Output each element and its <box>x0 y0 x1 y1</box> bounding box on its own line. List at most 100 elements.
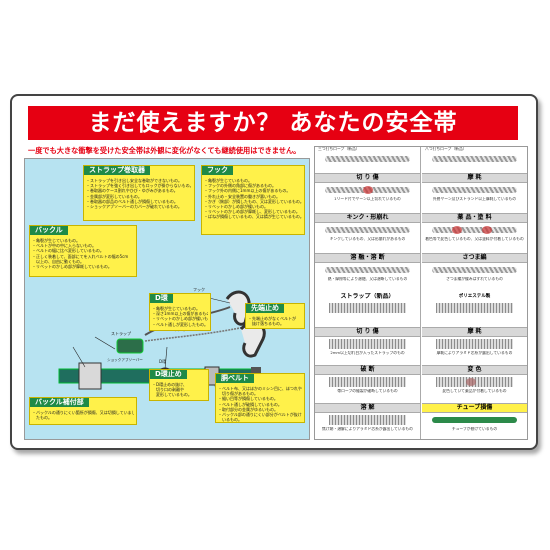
belt-line: いるもの。 <box>218 417 242 423</box>
row-caption: チューブが裂けているもの <box>451 427 498 431</box>
hook-line: ・かぎ（鉤部）が損したもの、又は変形しているもの。 <box>204 198 302 204</box>
tip-stopper-callout: 先端止め ・先端止めがなくベルトが 抜け落ちるもの。 <box>245 303 305 329</box>
belt-line: 切り傷があるもの。 <box>218 391 258 397</box>
hook-label: フック <box>193 286 205 292</box>
inspection-row: キンク・形崩れ キンクしているもの、又は形崩れがあるもの 薬 品・塗 料 着色等… <box>315 213 527 251</box>
d-ring-line: ・深さ1mm以上の傷があるもの。 <box>152 311 208 317</box>
column-divider <box>420 147 421 439</box>
row-heading: さつま編 <box>422 253 527 263</box>
buckle-line: ・ベルトの幅に比べ変形しているもの。 <box>32 248 104 254</box>
buckle-cover-heading: バックル補付部 <box>30 398 89 407</box>
belt-line: ・ベルト通しが破損しているもの。 <box>218 401 282 407</box>
row-caption: 焦げ跡・溶解によりアラミド芯糸が露出しているもの <box>322 427 413 431</box>
broken-strap-image <box>315 375 420 389</box>
kinked-rope-image <box>315 223 420 237</box>
shock-absorber-label: ショックアブソーバー <box>107 357 143 362</box>
row-caption: さつま編が緩みはずれているもの <box>446 277 503 281</box>
eight-strand-caption: 八つ打ちロープ（新品） <box>425 147 467 151</box>
d-ring-label: D環 <box>159 358 166 364</box>
d-ring-callout: D環 ・亀裂が生じているもの。 ・深さ1mm以上の傷があるもの。 ・リベットのか… <box>149 293 211 331</box>
hook-line: ・リベットのかしめ部が緩いもの。 <box>204 204 268 210</box>
buckle-line: ・正しく装着して、面部にてを入れベルトの幅の5cm <box>32 253 129 259</box>
hook-line: ・フック外の内側に1mm以上の傷があるもの。 <box>204 188 291 194</box>
d-ring-stopper-line: ・D環止めの抜け、 <box>152 382 187 387</box>
three-strand-rope-image <box>315 152 420 166</box>
buckle-heading: バックル <box>30 226 68 235</box>
discolored-strap-image <box>422 375 527 389</box>
hook-line: ・外れ止め・安全装置の働きが悪いもの。 <box>204 193 280 199</box>
worn-rope-image <box>422 183 527 197</box>
row-caption: キンクしているもの、又は形崩れがあるもの <box>329 237 406 241</box>
polyester-heading: ポリエステル製 <box>422 293 527 301</box>
d-ring-line: ・リベットのかしめ部が緩いもの。 <box>152 316 208 322</box>
d-ring-stopper-heading: D環止め <box>150 370 187 379</box>
strap-reel-line: ・巻取器のケース割れやひび・ゆがみがあるもの。 <box>86 188 178 194</box>
buckle-line: ・亀裂が生じているもの。 <box>32 238 80 243</box>
strap-reel-icon <box>116 338 144 354</box>
cut-strap-image <box>315 337 420 351</box>
row-caption: 1リード片でヤーン以上切れているもの <box>334 197 401 201</box>
strap-reel-line: ・ストラップを引き出し安全な巻取ができないもの。 <box>86 178 182 183</box>
row-heading: 切 り 傷 <box>315 327 420 337</box>
tip-stopper-line: 抜け落ちるもの。 <box>248 321 284 327</box>
cut-rope-image <box>315 183 420 197</box>
inspection-row: 溶 解 焦げ跡・溶解によりアラミド芯糸が露出しているもの チューブ損傷 チューブ… <box>315 403 527 439</box>
row-heading: キンク・形崩れ <box>315 213 420 223</box>
row-heading: 溶 融・溶 断 <box>315 253 420 263</box>
tip-stopper-line: ・先端止めがなくベルトが <box>248 316 296 321</box>
row-caption: 変色していて薬品が付着しているもの <box>442 389 507 393</box>
buckle-icon <box>78 362 102 390</box>
row-heading: 破 断 <box>315 365 420 375</box>
strap-new-row: ストラップ（新品） ポリエステル製 <box>315 293 527 325</box>
strap-reel-line: ・ショックアブソーバーのカバーが破れているもの。 <box>86 204 182 210</box>
row-caption: 2mm以上切れ目が入ったストラップのもの <box>330 351 405 355</box>
row-heading: 摩 耗 <box>422 327 527 337</box>
hook-heading: フック <box>202 166 233 175</box>
strap-new-heading: ストラップ（新品） <box>315 293 420 301</box>
new-strap-image <box>315 301 420 315</box>
harness-inspection-panel: フック ロープ ストラップ ショックアブソーバー D環 胴ベルト 丸型ロープ ス… <box>24 158 310 440</box>
d-ring-heading: D環 <box>150 294 173 303</box>
buckle-line: ・リベットのかしめ部が摩耗しているもの。 <box>32 264 112 270</box>
strap-reel-line: ・巻取器の部品のベルト通しが損傷しているもの。 <box>86 198 178 204</box>
row-caption: 着色等で変色しているもの、又は塗料が付着しているもの <box>425 237 524 241</box>
row-heading: 変 色 <box>422 365 527 375</box>
new-rope-row: 三つ打ちロープ（新品） 八つ打ちロープ（新品） <box>315 147 527 171</box>
strap-reel-line: ・ストラップを強く引き出してもロックが掛からないもの。 <box>86 183 192 189</box>
strap-reel-callout: ストラップ巻取器 ・ストラップを引き出し安全な巻取ができないもの。 ・ストラップ… <box>83 165 195 221</box>
belt-line: ・縫い目等が損傷しているもの。 <box>218 396 278 402</box>
hook-line: ・リベットのかしめ部が摩耗し、変形しているもの。 <box>204 209 300 215</box>
strap-reel-heading: ストラップ巻取器 <box>84 166 150 175</box>
chemical-rope-image <box>422 223 527 237</box>
buckle-line: 以上の、自由に動くもの。 <box>32 258 84 264</box>
buckle-cover-line: たもの。 <box>32 415 52 421</box>
lanyard-rope-2 <box>144 326 246 342</box>
tip-stopper-heading: 先端止め <box>246 304 284 313</box>
row-heading: 溶 解 <box>315 403 420 413</box>
row-caption: 帯ロープの縫製が破断しているもの <box>337 389 398 393</box>
hook-line: ・フックの外側の角部に傷があるもの。 <box>204 183 276 189</box>
row-caption: 外層ヤーン及びストランド以上摩耗しているもの <box>432 197 517 201</box>
belt-line: ・取付部分の金属がゆるいもの。 <box>218 406 278 412</box>
melted-strap-image <box>315 413 420 427</box>
d-ring-line: ・亀裂が生じているもの。 <box>152 306 200 311</box>
d-ring-stopper-line: 切り口の剥離や <box>152 387 184 393</box>
polyester-strap-image <box>422 301 527 315</box>
d-ring-stopper-line: 変形しているもの。 <box>152 392 192 398</box>
belt-callout: 胴ベルト ・ベルト布、又はほかのミシン目に、ほつれや 切り傷があるもの。 ・縫い… <box>215 373 305 423</box>
belt-line: ・バックル部の通りにくい部分がベルトが抜けて <box>218 412 302 418</box>
rope-strap-inspection-panel: 三つ打ちロープ（新品） 八つ打ちロープ（新品） 切 り 傷 1リード片でヤーン以… <box>314 146 528 440</box>
buckle-callout: バックル ・亀裂が生じているもの。 ・ベルトが中の中に入らないもの。 ・ベルトの… <box>29 225 137 277</box>
safety-belt-poster: まだ使えますか？ あなたの安全帯 一度でも大きな衝撃を受けた安全帯は外観に変化が… <box>10 94 538 450</box>
row-heading: 摩 耗 <box>422 173 527 183</box>
hook-line: ・亀裂が生じているもの。 <box>204 178 252 183</box>
row-heading: チューブ損傷 <box>422 403 527 413</box>
row-heading: 薬 品・塗 料 <box>422 213 527 223</box>
three-strand-caption: 三つ打ちロープ（新品） <box>318 147 360 151</box>
belt-heading: 胴ベルト <box>216 374 254 383</box>
d-ring-stopper-callout: D環止め ・D環止めの抜け、 切り口の剥離や 変形しているもの。 <box>149 369 209 401</box>
buckle-cover-line: ・バックルの通りにくい箇所が損傷、又は切損していまし <box>32 410 134 415</box>
row-caption: 摩耗によりアラミド芯糸が露出しているもの <box>436 351 513 355</box>
belt-line: ・ベルト布、又はほかのミシン目に、ほつれや <box>218 386 302 391</box>
eight-strand-rope-image <box>422 152 527 166</box>
